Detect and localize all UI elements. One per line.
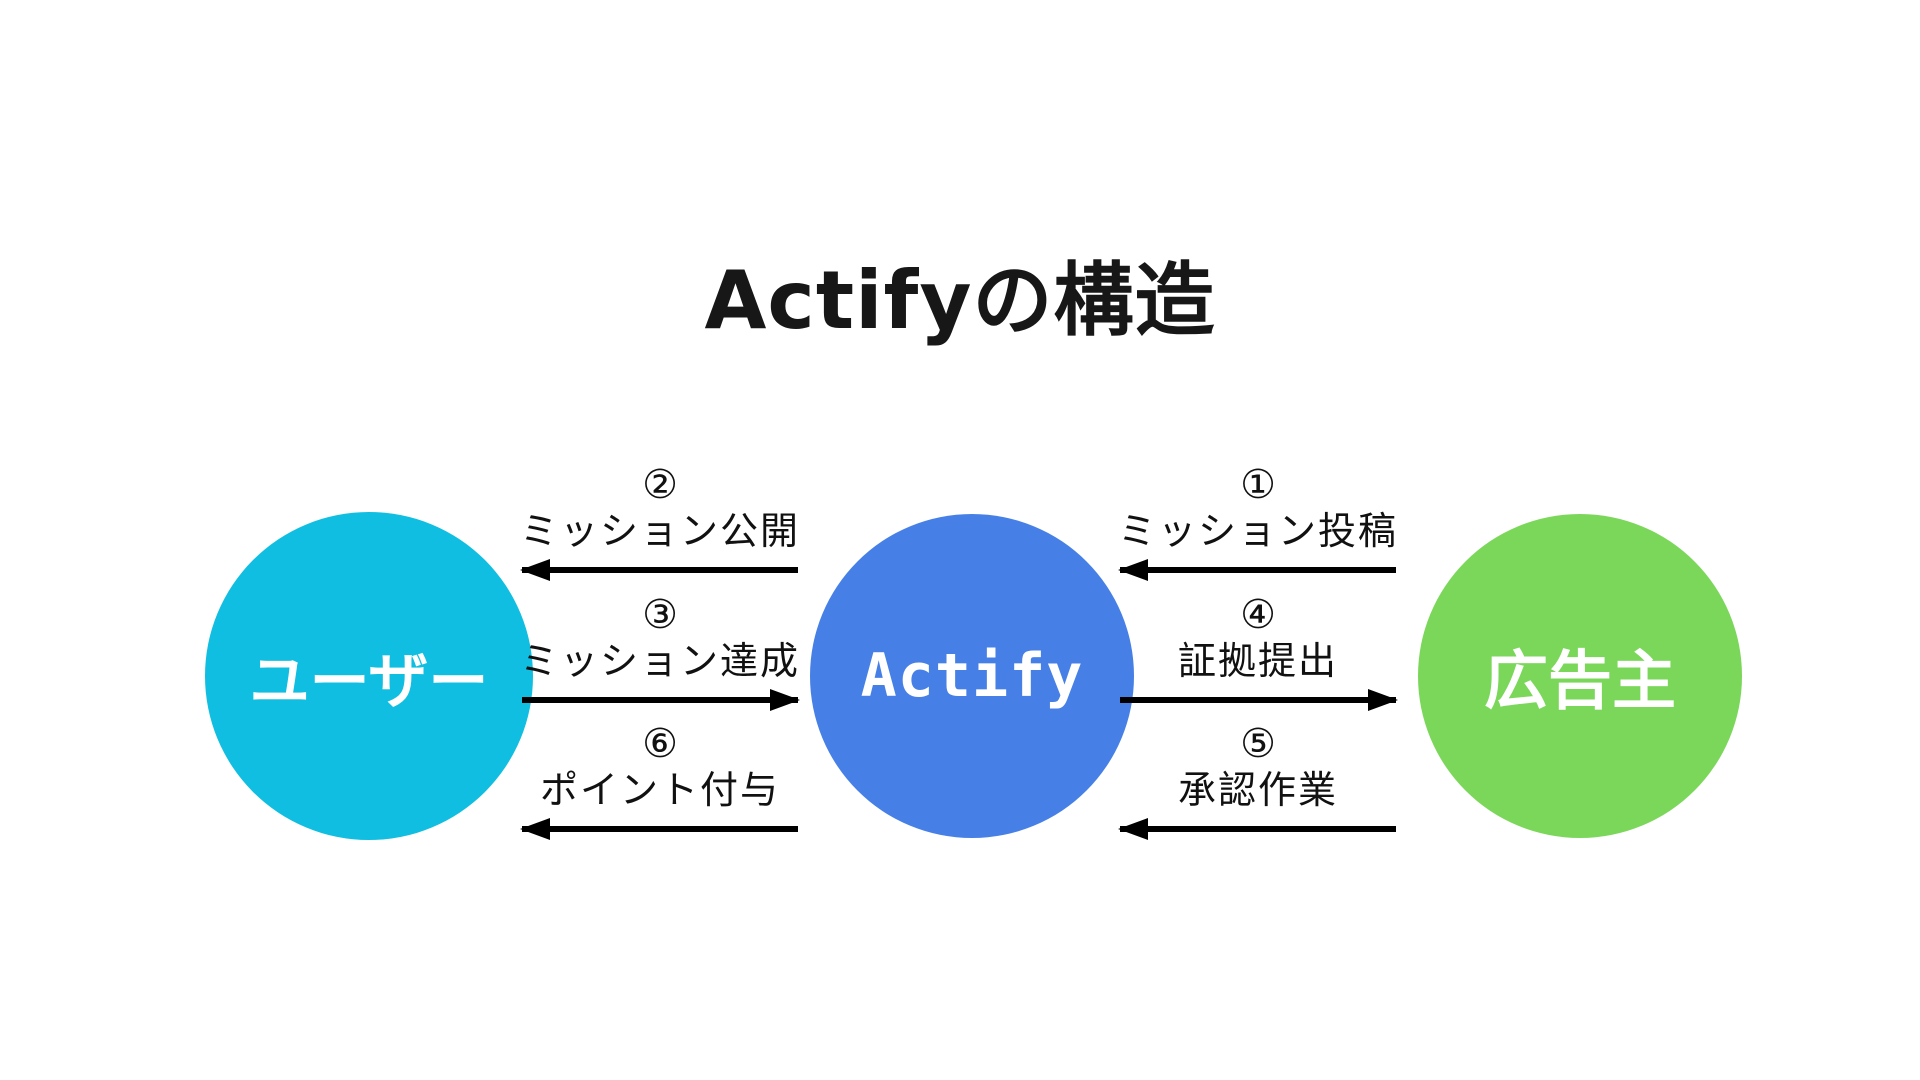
flow-number: ⑤ xyxy=(1240,721,1276,767)
arrow-head xyxy=(520,559,550,581)
flow-number: ① xyxy=(1240,462,1276,508)
page-title: Actifyの構造 xyxy=(704,254,1216,347)
arrow-left-icon xyxy=(1118,559,1398,581)
arrow-left-icon xyxy=(520,559,800,581)
flow-mission-publish: ② ミッション公開 xyxy=(520,462,800,581)
node-advertiser: 広告主 xyxy=(1418,514,1742,838)
flow-number: ④ xyxy=(1240,592,1276,638)
arrow-left-icon xyxy=(520,818,800,840)
arrow-shaft xyxy=(1120,567,1396,573)
arrow-head xyxy=(1118,559,1148,581)
arrow-right-icon xyxy=(1118,689,1398,711)
arrow-head xyxy=(770,689,800,711)
arrow-shaft xyxy=(522,826,798,832)
node-advertiser-label: 広告主 xyxy=(1484,645,1676,719)
flow-mission-post: ① ミッション投稿 xyxy=(1118,462,1398,581)
flow-points-grant: ⑥ ポイント付与 xyxy=(520,721,800,840)
arrow-shaft xyxy=(522,567,798,573)
flow-label: 承認作業 xyxy=(1177,768,1338,812)
arrow-head xyxy=(520,818,550,840)
flow-label: ミッション公開 xyxy=(520,509,801,553)
flow-mission-complete: ③ ミッション達成 xyxy=(520,592,800,711)
arrow-shaft xyxy=(1120,826,1396,832)
arrow-head xyxy=(1118,818,1148,840)
arrow-shaft xyxy=(1120,697,1396,703)
node-user: ユーザー xyxy=(205,512,533,840)
flow-label: 証拠提出 xyxy=(1177,639,1338,683)
node-platform-label: Actify xyxy=(860,641,1084,711)
flow-label: ミッション達成 xyxy=(520,639,801,683)
flow-number: ⑥ xyxy=(642,721,678,767)
flow-label: ミッション投稿 xyxy=(1118,509,1399,553)
arrow-head xyxy=(1368,689,1398,711)
node-platform: Actify xyxy=(810,514,1134,838)
flow-label: ポイント付与 xyxy=(539,768,780,812)
arrow-shaft xyxy=(522,697,798,703)
flow-approval-work: ⑤ 承認作業 xyxy=(1118,721,1398,840)
node-user-label: ユーザー xyxy=(249,646,489,717)
arrow-left-icon xyxy=(1118,818,1398,840)
flow-evidence-submit: ④ 証拠提出 xyxy=(1118,592,1398,711)
flow-number: ③ xyxy=(642,592,678,638)
arrow-right-icon xyxy=(520,689,800,711)
flow-number: ② xyxy=(642,462,678,508)
